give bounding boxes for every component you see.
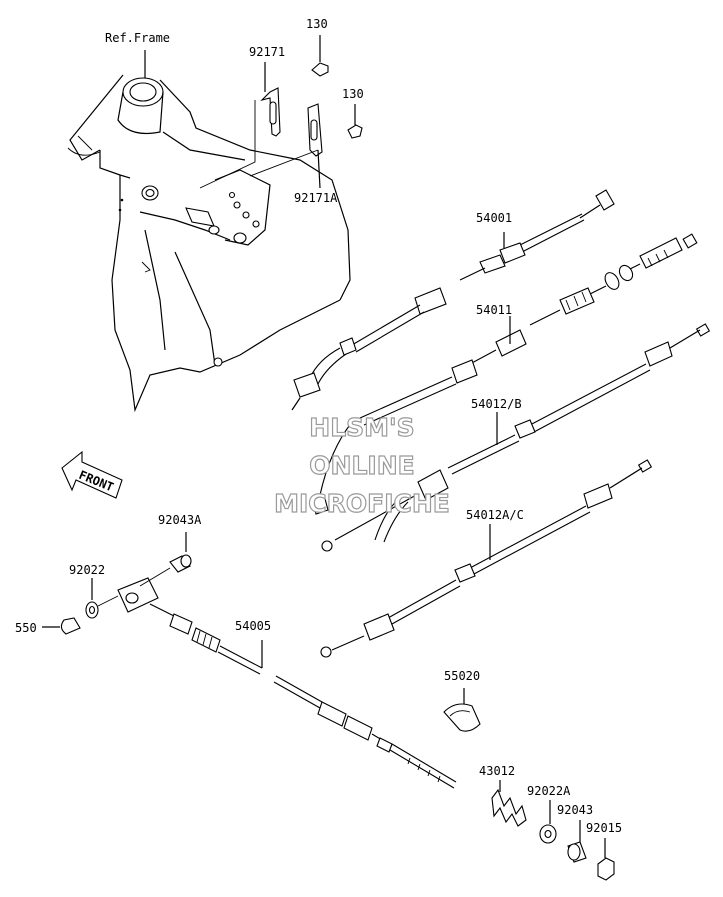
front-direction-arrow: FRONT <box>61 450 123 499</box>
cotter-pin-550 <box>42 617 81 635</box>
label-92171: 92171 <box>249 45 285 59</box>
label-92022A: 92022A <box>527 784 571 798</box>
label-54012AC: 54012A/C <box>466 508 524 522</box>
label-ref-frame: Ref.Frame <box>105 31 170 45</box>
reference-frame <box>67 50 351 413</box>
watermark-line-1: HLSM'S <box>309 413 414 442</box>
washer-92022A <box>539 800 557 844</box>
speedometer-cable-54001 <box>291 189 615 411</box>
rear-brake-cable-54005 <box>117 577 457 789</box>
tachometer-cable-54011 <box>311 233 698 515</box>
label-55020: 55020 <box>444 669 480 683</box>
label-54011: 54011 <box>476 303 512 317</box>
cable-bracket-92171A <box>307 103 323 189</box>
label-54012B: 54012/B <box>471 397 522 411</box>
label-54001: 54001 <box>476 211 512 225</box>
label-54005: 54005 <box>235 619 271 633</box>
pin-92043 <box>567 820 587 863</box>
bolt-130-mid <box>347 104 363 139</box>
throttle-cable-54012B <box>321 323 711 552</box>
pin-92043A <box>139 532 192 587</box>
label-92043: 92043 <box>557 803 593 817</box>
washer-92022 <box>85 578 119 619</box>
spring-43012 <box>491 780 527 827</box>
label-130-mid: 130 <box>342 87 364 101</box>
label-92171A: 92171A <box>294 191 338 205</box>
label-92022: 92022 <box>69 563 105 577</box>
label-43012: 43012 <box>479 764 515 778</box>
cable-bracket-92171 <box>260 62 281 137</box>
cable-guard-55020 <box>443 688 481 732</box>
label-130-top: 130 <box>306 17 328 31</box>
label-92015: 92015 <box>586 821 622 835</box>
watermark: HLSM'S ONLINE MICROFICHE <box>274 412 451 518</box>
label-92043A: 92043A <box>158 513 202 527</box>
watermark-line-3: MICROFICHE <box>274 489 450 518</box>
throttle-cable-54012AC <box>320 459 653 658</box>
nut-92015 <box>597 838 615 881</box>
bolt-130-top <box>311 35 329 77</box>
label-550: 550 <box>15 621 37 635</box>
watermark-line-2: ONLINE <box>309 451 414 480</box>
